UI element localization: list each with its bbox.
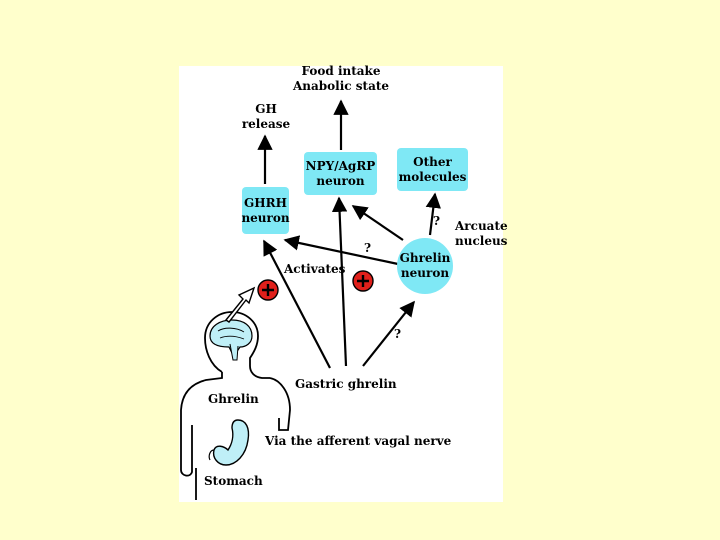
- gastric-ghrelin-label: Gastric ghrelin: [295, 377, 397, 391]
- hollow-arrow-icon: [224, 286, 256, 323]
- ghrh-line1: GHRH: [244, 195, 287, 210]
- release-text: release: [241, 117, 291, 131]
- plus-circle-icon: [352, 270, 374, 292]
- brain-icon: [209, 319, 253, 361]
- ghrelin-neuron-line1: Ghrelin: [399, 251, 451, 265]
- arrow-ghrelin-to-npy: [351, 205, 404, 241]
- anabolic-state-text: Anabolic state: [292, 79, 390, 93]
- food-intake-text: Food intake: [301, 64, 381, 78]
- human-silhouette-icon: [180, 311, 291, 500]
- question-mark-other: ?: [433, 214, 441, 228]
- arrow-gastric-to-ghrelin: [362, 300, 415, 367]
- ghrelin-neuron-line2: neuron: [400, 266, 450, 280]
- arrow-gastric-to-npy: [331, 196, 348, 367]
- arcuate-text: Arcuate: [455, 219, 508, 233]
- question-mark-ghrh: ?: [364, 241, 372, 255]
- nucleus-text: nucleus: [455, 234, 508, 248]
- npy-line2: neuron: [316, 173, 365, 188]
- arrow-ghrelin-to-other: [425, 192, 441, 236]
- arcuate-nucleus-label: Arcuate nucleus: [455, 219, 508, 249]
- activates-label: Activates: [284, 262, 346, 276]
- gh-release-label: GH release: [236, 102, 296, 132]
- vagal-nerve-label: Via the afferent vagal nerve: [265, 434, 452, 448]
- gh-text: GH: [255, 102, 277, 116]
- arrow-gastric-to-ghrh: [263, 239, 331, 369]
- stomach-label: Stomach: [204, 474, 263, 488]
- ghrelin-body-label: Ghrelin: [208, 392, 259, 406]
- ghrh-line2: neuron: [241, 210, 290, 225]
- other-line2: molecules: [398, 169, 467, 184]
- food-intake-label: Food intake Anabolic state: [292, 64, 390, 94]
- other-line1: Other: [413, 154, 452, 169]
- plus-circle-icon: [257, 279, 279, 301]
- stomach-icon: [208, 419, 250, 466]
- npy-line1: NPY/AgRP: [305, 158, 376, 173]
- question-mark-gastric: ?: [394, 327, 402, 341]
